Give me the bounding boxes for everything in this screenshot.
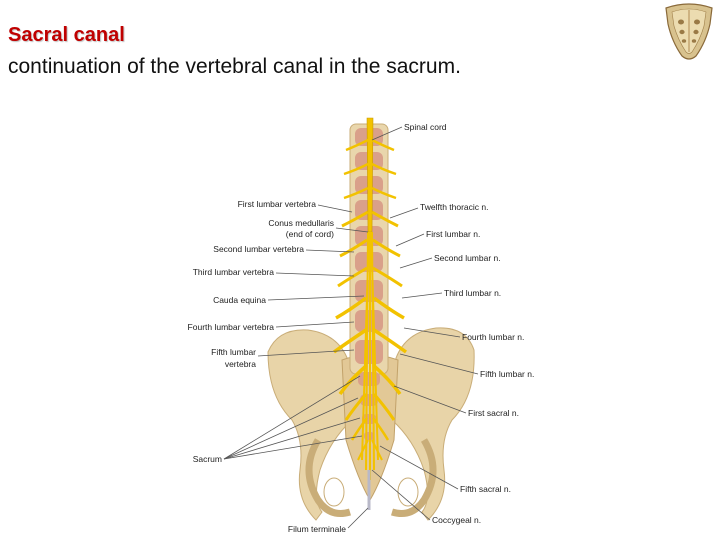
slide-title: Sacral canal: [8, 24, 125, 46]
label-conus-medullaris: Conus medullaris: [268, 218, 334, 228]
label-third-lumbar-n: Third lumbar n.: [444, 288, 501, 298]
label-end-of-cord: (end of cord): [286, 229, 334, 239]
label-coccygeal-n: Coccygeal n.: [432, 515, 481, 525]
spinal-cord-and-nerves: [332, 117, 408, 510]
spinal-cord-diagram: First lumbar vertebra Conus medullaris (…: [188, 117, 534, 534]
label-third-lumbar-vertebra: Third lumbar vertebra: [193, 267, 275, 277]
label-fifth-lumbar-vertebra: vertebra: [225, 359, 256, 369]
label-twelfth-thoracic-n: Twelfth thoracic n.: [420, 202, 489, 212]
label-first-lumbar-vertebra: First lumbar vertebra: [238, 199, 317, 209]
label-fifth-lumbar-n: Fifth lumbar n.: [480, 369, 534, 379]
label-fourth-lumbar-n: Fourth lumbar n.: [462, 332, 524, 342]
label-first-sacral-n: First sacral n.: [468, 408, 519, 418]
label-cauda-equina: Cauda equina: [213, 295, 266, 305]
label-fifth-sacral-n: Fifth sacral n.: [460, 484, 511, 494]
leader-lines-left: [223, 204, 369, 529]
label-sacrum: Sacrum: [193, 454, 222, 464]
slide-subtitle: continuation of the vertebral canal in t…: [8, 55, 461, 78]
label-fourth-lumbar-vertebra: Fourth lumbar vertebra: [188, 322, 275, 332]
label-second-lumbar-n: Second lumbar n.: [434, 253, 501, 263]
label-first-lumbar-n: First lumbar n.: [426, 229, 480, 239]
label-second-lumbar-vertebra: Second lumbar vertebra: [213, 244, 304, 254]
sacrum-thumbnail-image: [665, 3, 713, 60]
label-fifth-lumbar: Fifth lumbar: [211, 347, 256, 357]
label-filum-terminale: Filum terminale: [288, 524, 346, 534]
label-spinal-cord: Spinal cord: [404, 122, 447, 132]
leader-lines-right: [371, 126, 479, 521]
